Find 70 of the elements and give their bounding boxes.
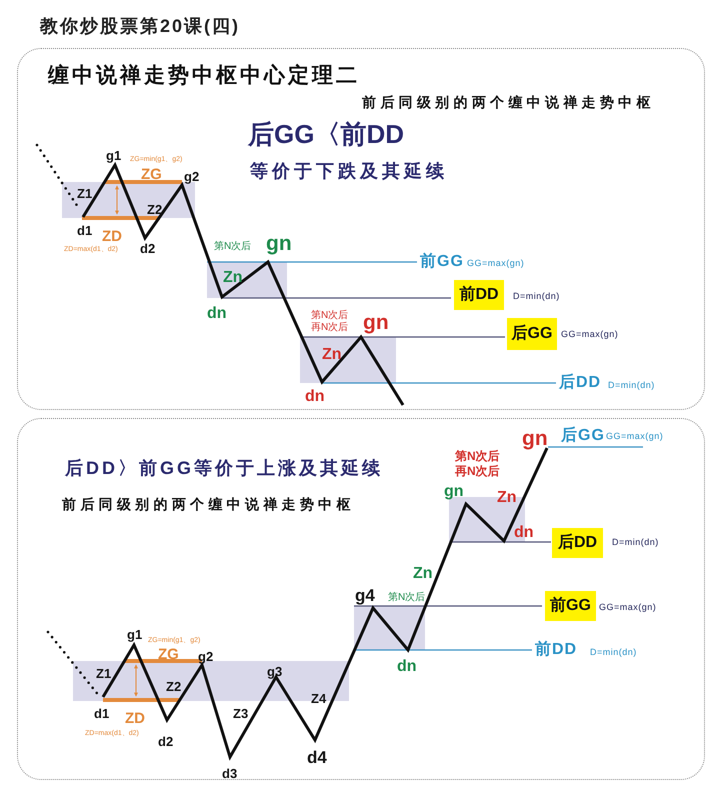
level-leader-line (354, 605, 542, 607)
point-label: dn (207, 306, 227, 322)
dotted-panel (17, 48, 705, 410)
point-label: gn (266, 233, 292, 254)
note-label: 再N次后 (455, 465, 500, 477)
segment-label: Z2 (147, 203, 162, 216)
subheading: 前后同级别的两个缠中说禅走势中枢 (62, 497, 355, 511)
point-label: d2 (140, 242, 156, 255)
bound-label: ZD (125, 711, 145, 726)
heading: 缠中说禅走势中枢中心定理二 (48, 65, 360, 86)
segment-label: Z1 (77, 187, 92, 200)
note-label: 第N次后 (311, 311, 348, 321)
segment-label: Zn (497, 490, 517, 506)
formula-label: D=min(dn) (590, 648, 637, 657)
point-label: g2 (198, 650, 214, 663)
level-label: 前DD (535, 642, 578, 658)
level-tag: 后DD (552, 528, 603, 558)
level-leader-line (452, 541, 551, 543)
point-label: dn (514, 525, 534, 541)
formula-label: GG=max(gn) (606, 432, 664, 441)
point-label: g1 (106, 149, 122, 162)
level-label: 前GG (420, 254, 464, 270)
formula-label: GG=max(gn) (467, 259, 524, 268)
point-label: g1 (127, 628, 142, 641)
formula-label: D=min(dn) (513, 292, 560, 301)
point-label: gn (522, 428, 548, 449)
segment-label: Z4 (311, 692, 326, 705)
bound-label: ZG (141, 167, 162, 182)
bound-label: ZG (158, 647, 179, 662)
segment-label: Zn (413, 566, 433, 582)
note-label: 第N次后 (214, 242, 252, 252)
point-label: gn (363, 312, 389, 333)
point-label: g3 (267, 665, 282, 678)
point-label: d2 (158, 735, 174, 748)
point-label: d3 (222, 767, 238, 780)
level-leader-line (322, 382, 556, 384)
page-title: 教你炒股票第20课(四) (40, 17, 240, 37)
point-label: d1 (94, 707, 110, 720)
level-leader-line (354, 649, 532, 651)
point-label: gn (444, 484, 464, 500)
note-label: 第N次后 (388, 593, 426, 603)
level-label: 后GG (561, 428, 605, 444)
point-label: dn (305, 389, 325, 405)
point-label: g2 (184, 170, 200, 183)
dotted-panel (17, 418, 705, 780)
condition-heading: 后DD〉前GG等价于上涨及其延续 (65, 459, 383, 477)
point-label: g4 (355, 587, 375, 604)
level-leader-line (207, 261, 417, 263)
formula-label: D=min(dn) (612, 538, 659, 547)
segment-label: Z1 (96, 667, 112, 680)
bound-label: ZD (102, 229, 122, 244)
subheading: 前后同级别的两个缠中说禅走势中枢 (362, 95, 655, 109)
point-label: d1 (77, 224, 92, 237)
segment-label: Zn (322, 347, 342, 363)
level-tag: 前DD (454, 280, 504, 310)
segment-label: Z2 (166, 680, 182, 693)
point-label: d4 (307, 749, 327, 766)
level-tag: 前GG (545, 591, 596, 621)
condition-heading: 后GG〈前DD (248, 121, 404, 147)
level-leader-line (222, 297, 451, 299)
note-label: 再N次后 (311, 323, 348, 333)
formula-label: D=min(dn) (608, 381, 655, 390)
point-label: dn (397, 659, 417, 675)
segment-label: Z3 (233, 707, 248, 720)
level-label: 后DD (559, 375, 602, 391)
formula-label: GG=max(gn) (561, 330, 618, 339)
formula-label: GG=max(gn) (599, 603, 656, 612)
level-tag: 后GG (507, 318, 557, 350)
conclusion-text: 等价于下跌及其延续 (250, 162, 448, 180)
segment-label: Zn (223, 270, 243, 286)
